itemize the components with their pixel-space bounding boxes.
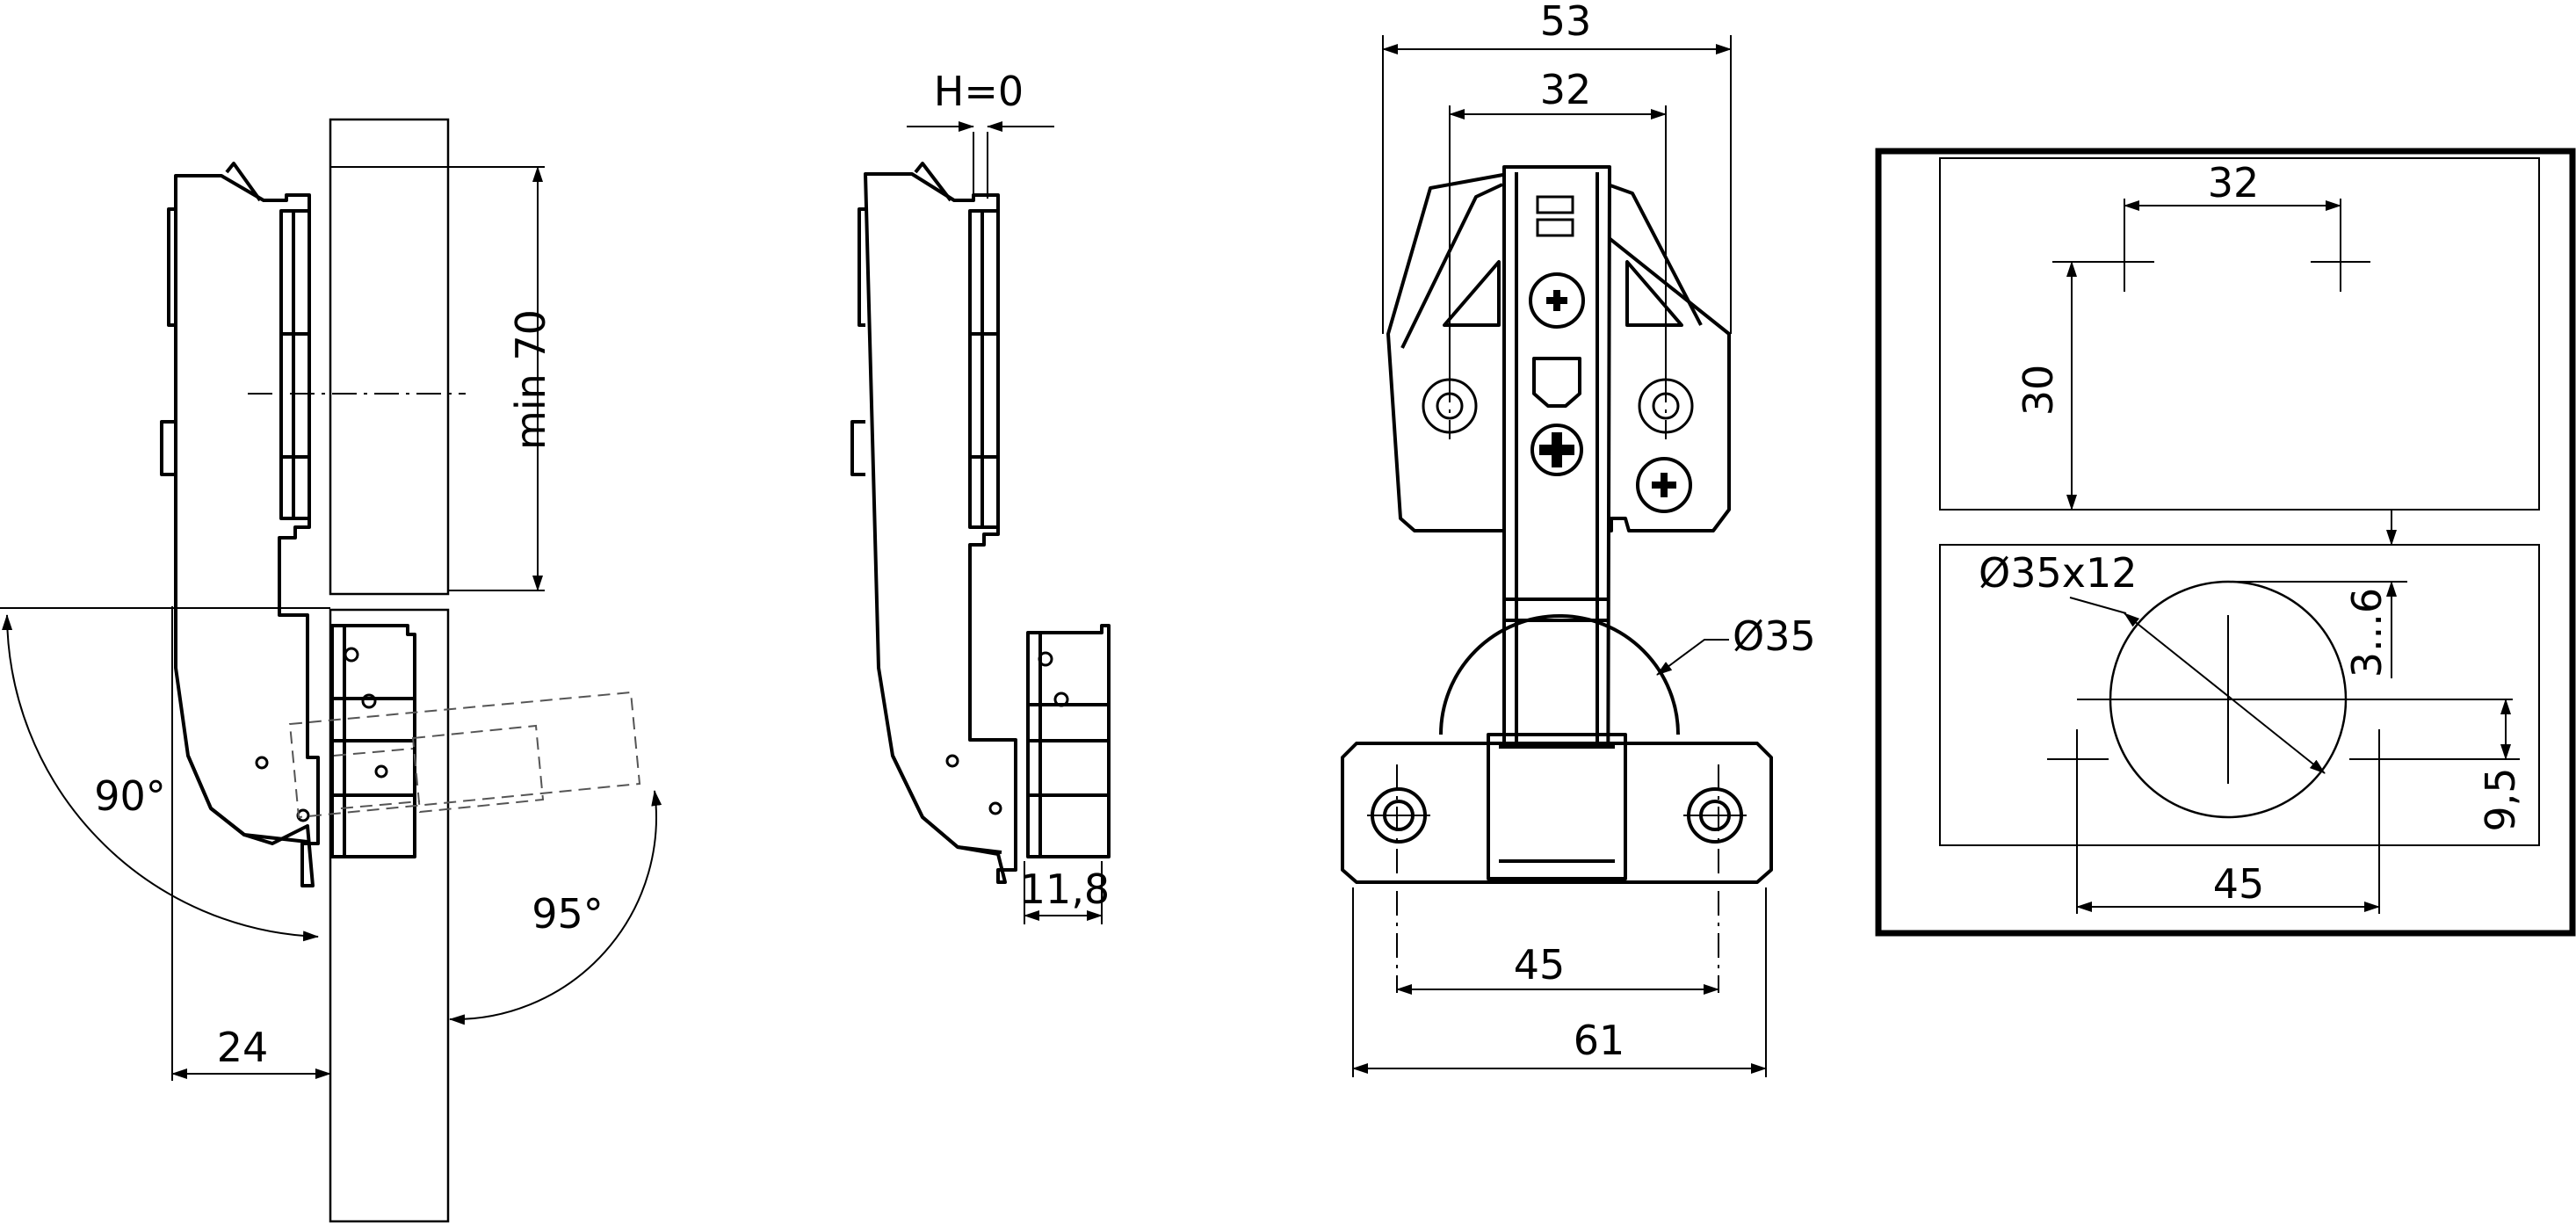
base-plate [1341, 742, 1773, 884]
mounting-plate-area [1939, 157, 2540, 511]
spacing32-label: 32 [2208, 159, 2260, 206]
template-frame [1875, 148, 2576, 937]
offset24-label: 24 [217, 1024, 269, 1071]
spacing45-label: 45 [2213, 860, 2265, 908]
top-view: 53 32 Ø35 45 61 [1341, 0, 1816, 1077]
width61-label: 61 [1574, 1017, 1625, 1064]
dia35-label: Ø35 [1733, 612, 1816, 660]
width32-label: 32 [1540, 66, 1592, 113]
width45-label: 45 [1514, 941, 1566, 989]
h0-label: H=0 [934, 68, 1024, 115]
side-view-closed: H=0 11,8 [850, 68, 1111, 924]
width53-label: 53 [1540, 0, 1592, 45]
min70-label: min 70 [507, 309, 554, 450]
side-view-opening-angles: min 70 90° 95° 24 [0, 118, 662, 1223]
drilling-template: 32 30 Ø35x12 3...6 45 9,5 [1875, 148, 2576, 937]
angle90-label: 90° [94, 772, 166, 820]
depth118-label: 11,8 [1020, 865, 1110, 913]
offset95-label: 9,5 [2477, 767, 2524, 831]
edge-label: 3...6 [2343, 588, 2391, 677]
cup-label: Ø35x12 [1979, 549, 2138, 597]
distance30-label: 30 [2015, 365, 2062, 416]
angle95-label: 95° [532, 890, 604, 938]
door-panel [329, 118, 450, 596]
cabinet-side-panel [329, 608, 450, 1223]
cup-area [1939, 544, 2540, 846]
